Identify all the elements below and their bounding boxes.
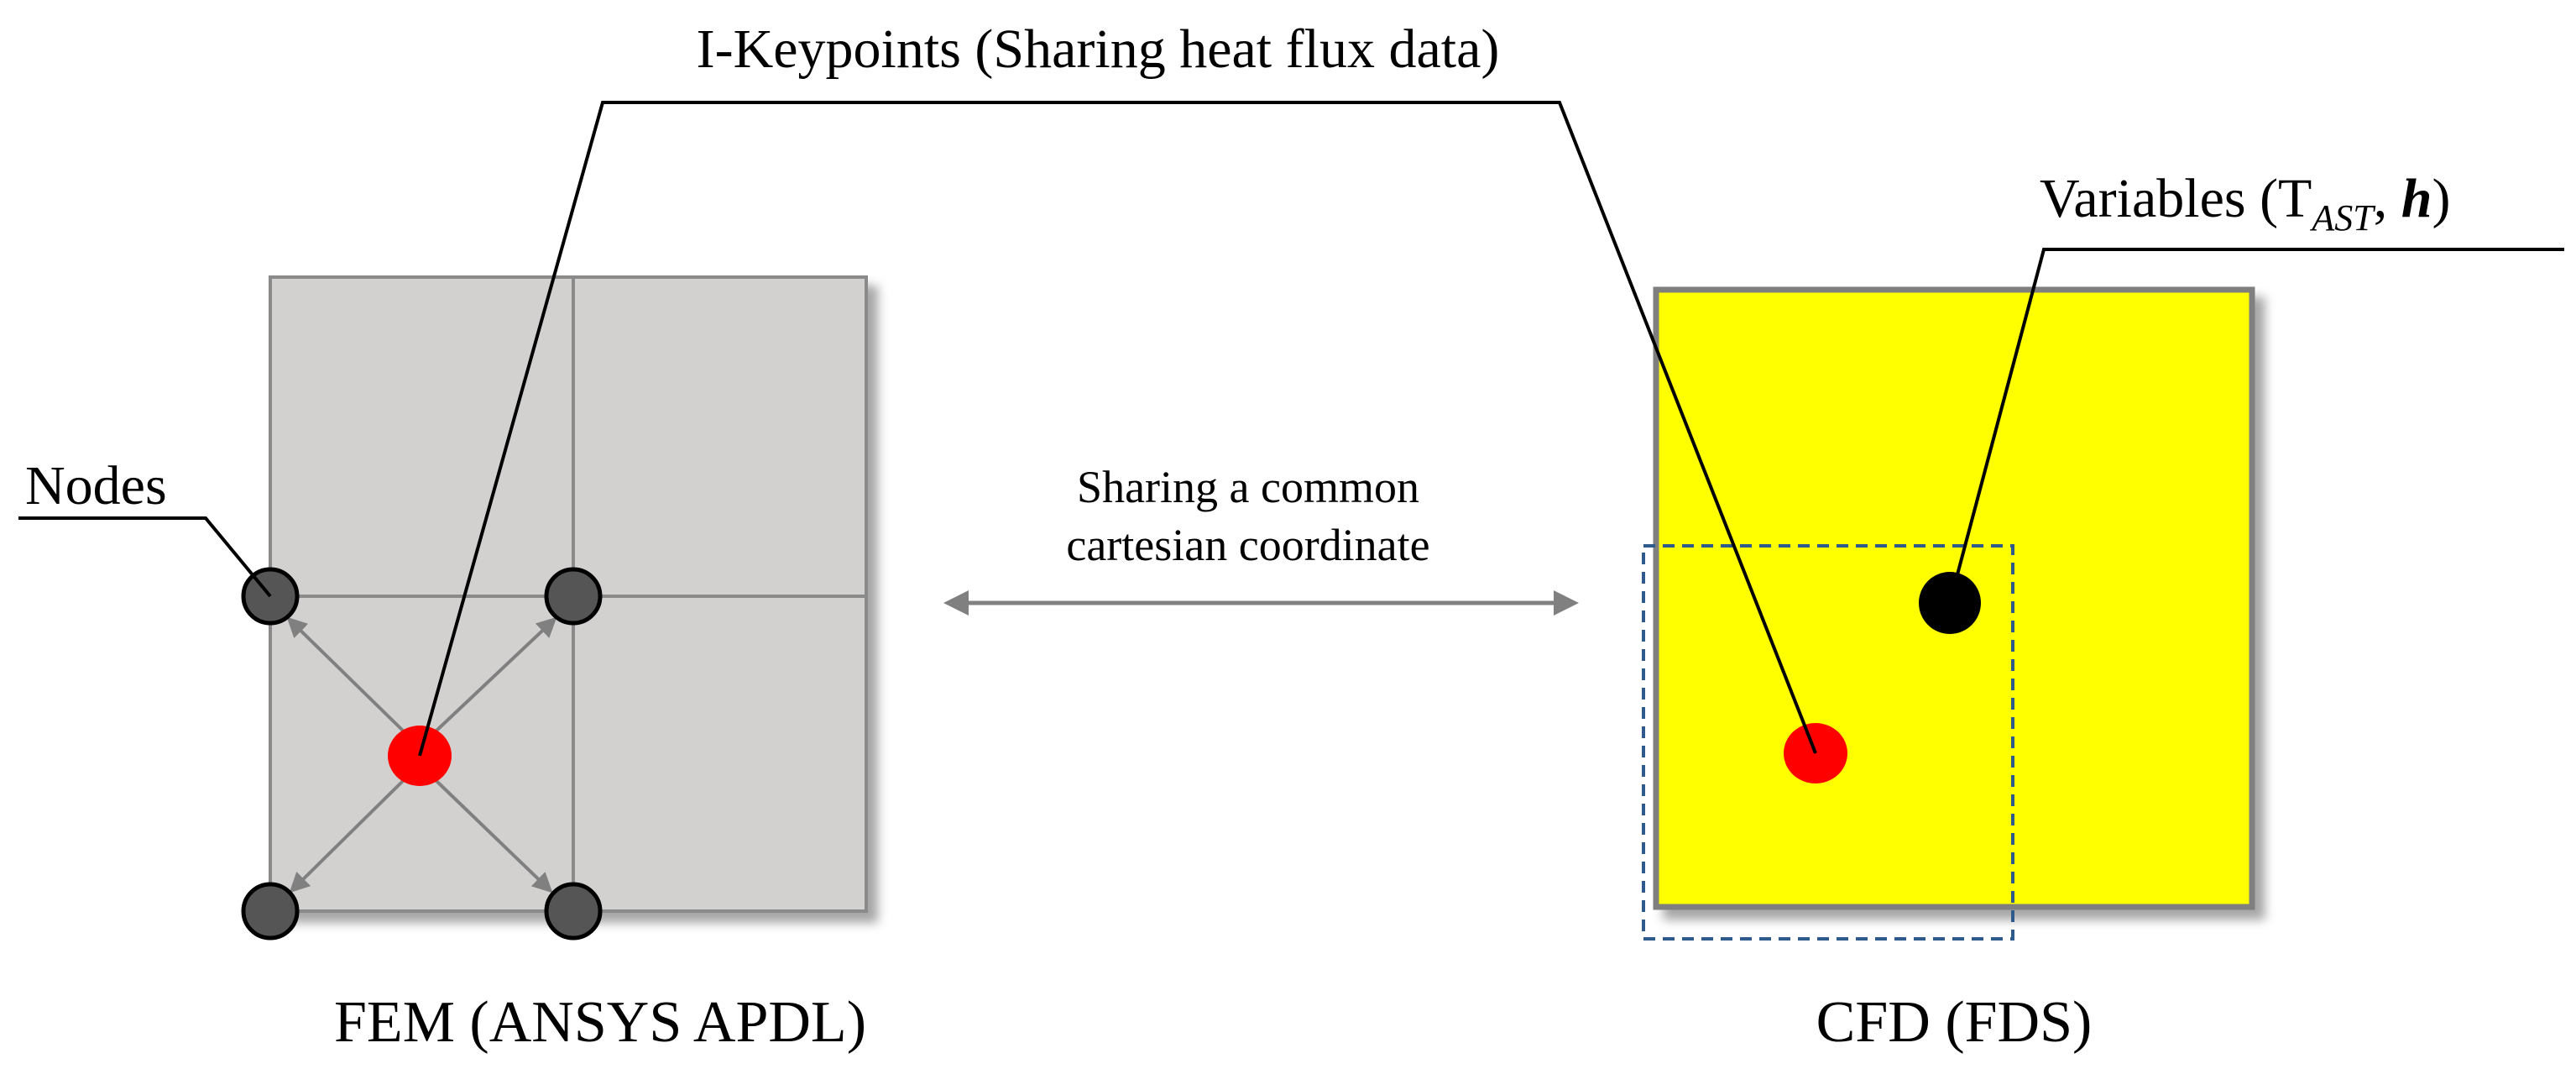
keypoints-leader (418, 101, 1817, 757)
cfd-cell-dashed-box (1642, 544, 2014, 941)
variables-suffix: ) (2432, 168, 2450, 229)
coordinate-label-line1: Sharing a common (1077, 462, 1419, 512)
variables-subscript: AST (2309, 197, 2376, 238)
nodes-label: Nodes (25, 455, 167, 516)
node-top-right (544, 567, 603, 626)
node-bottom-right (544, 882, 603, 941)
fem-nodes (241, 567, 603, 941)
fem-panel (241, 275, 868, 941)
variables-separator: , (2374, 168, 2401, 229)
variables-leader (1948, 248, 2564, 604)
coordinate-label-line2: cartesian coordinate (1066, 520, 1429, 570)
arrow-to-bottom-left-node (289, 779, 405, 893)
variables-h: h (2401, 168, 2432, 229)
fem-caption: FEM (ANSYS APDL) (334, 990, 866, 1055)
leader-lines (18, 101, 2564, 757)
cfd-panel (1642, 286, 2255, 941)
arrow-to-bottom-right-node (435, 779, 553, 893)
arrow-to-top-right-node (435, 616, 557, 732)
keypoints-label: I-Keypoints (Sharing heat flux data) (697, 18, 1500, 80)
node-bottom-left (241, 882, 300, 941)
nodes-leader (18, 516, 272, 598)
variables-prefix: Variables (T (2040, 168, 2312, 229)
interpolation-arrows (286, 616, 557, 893)
cfd-caption: CFD (FDS) (1816, 990, 2093, 1055)
variables-label: Variables (TAST, h) (2040, 168, 2450, 238)
arrow-to-top-left-node (286, 616, 405, 732)
